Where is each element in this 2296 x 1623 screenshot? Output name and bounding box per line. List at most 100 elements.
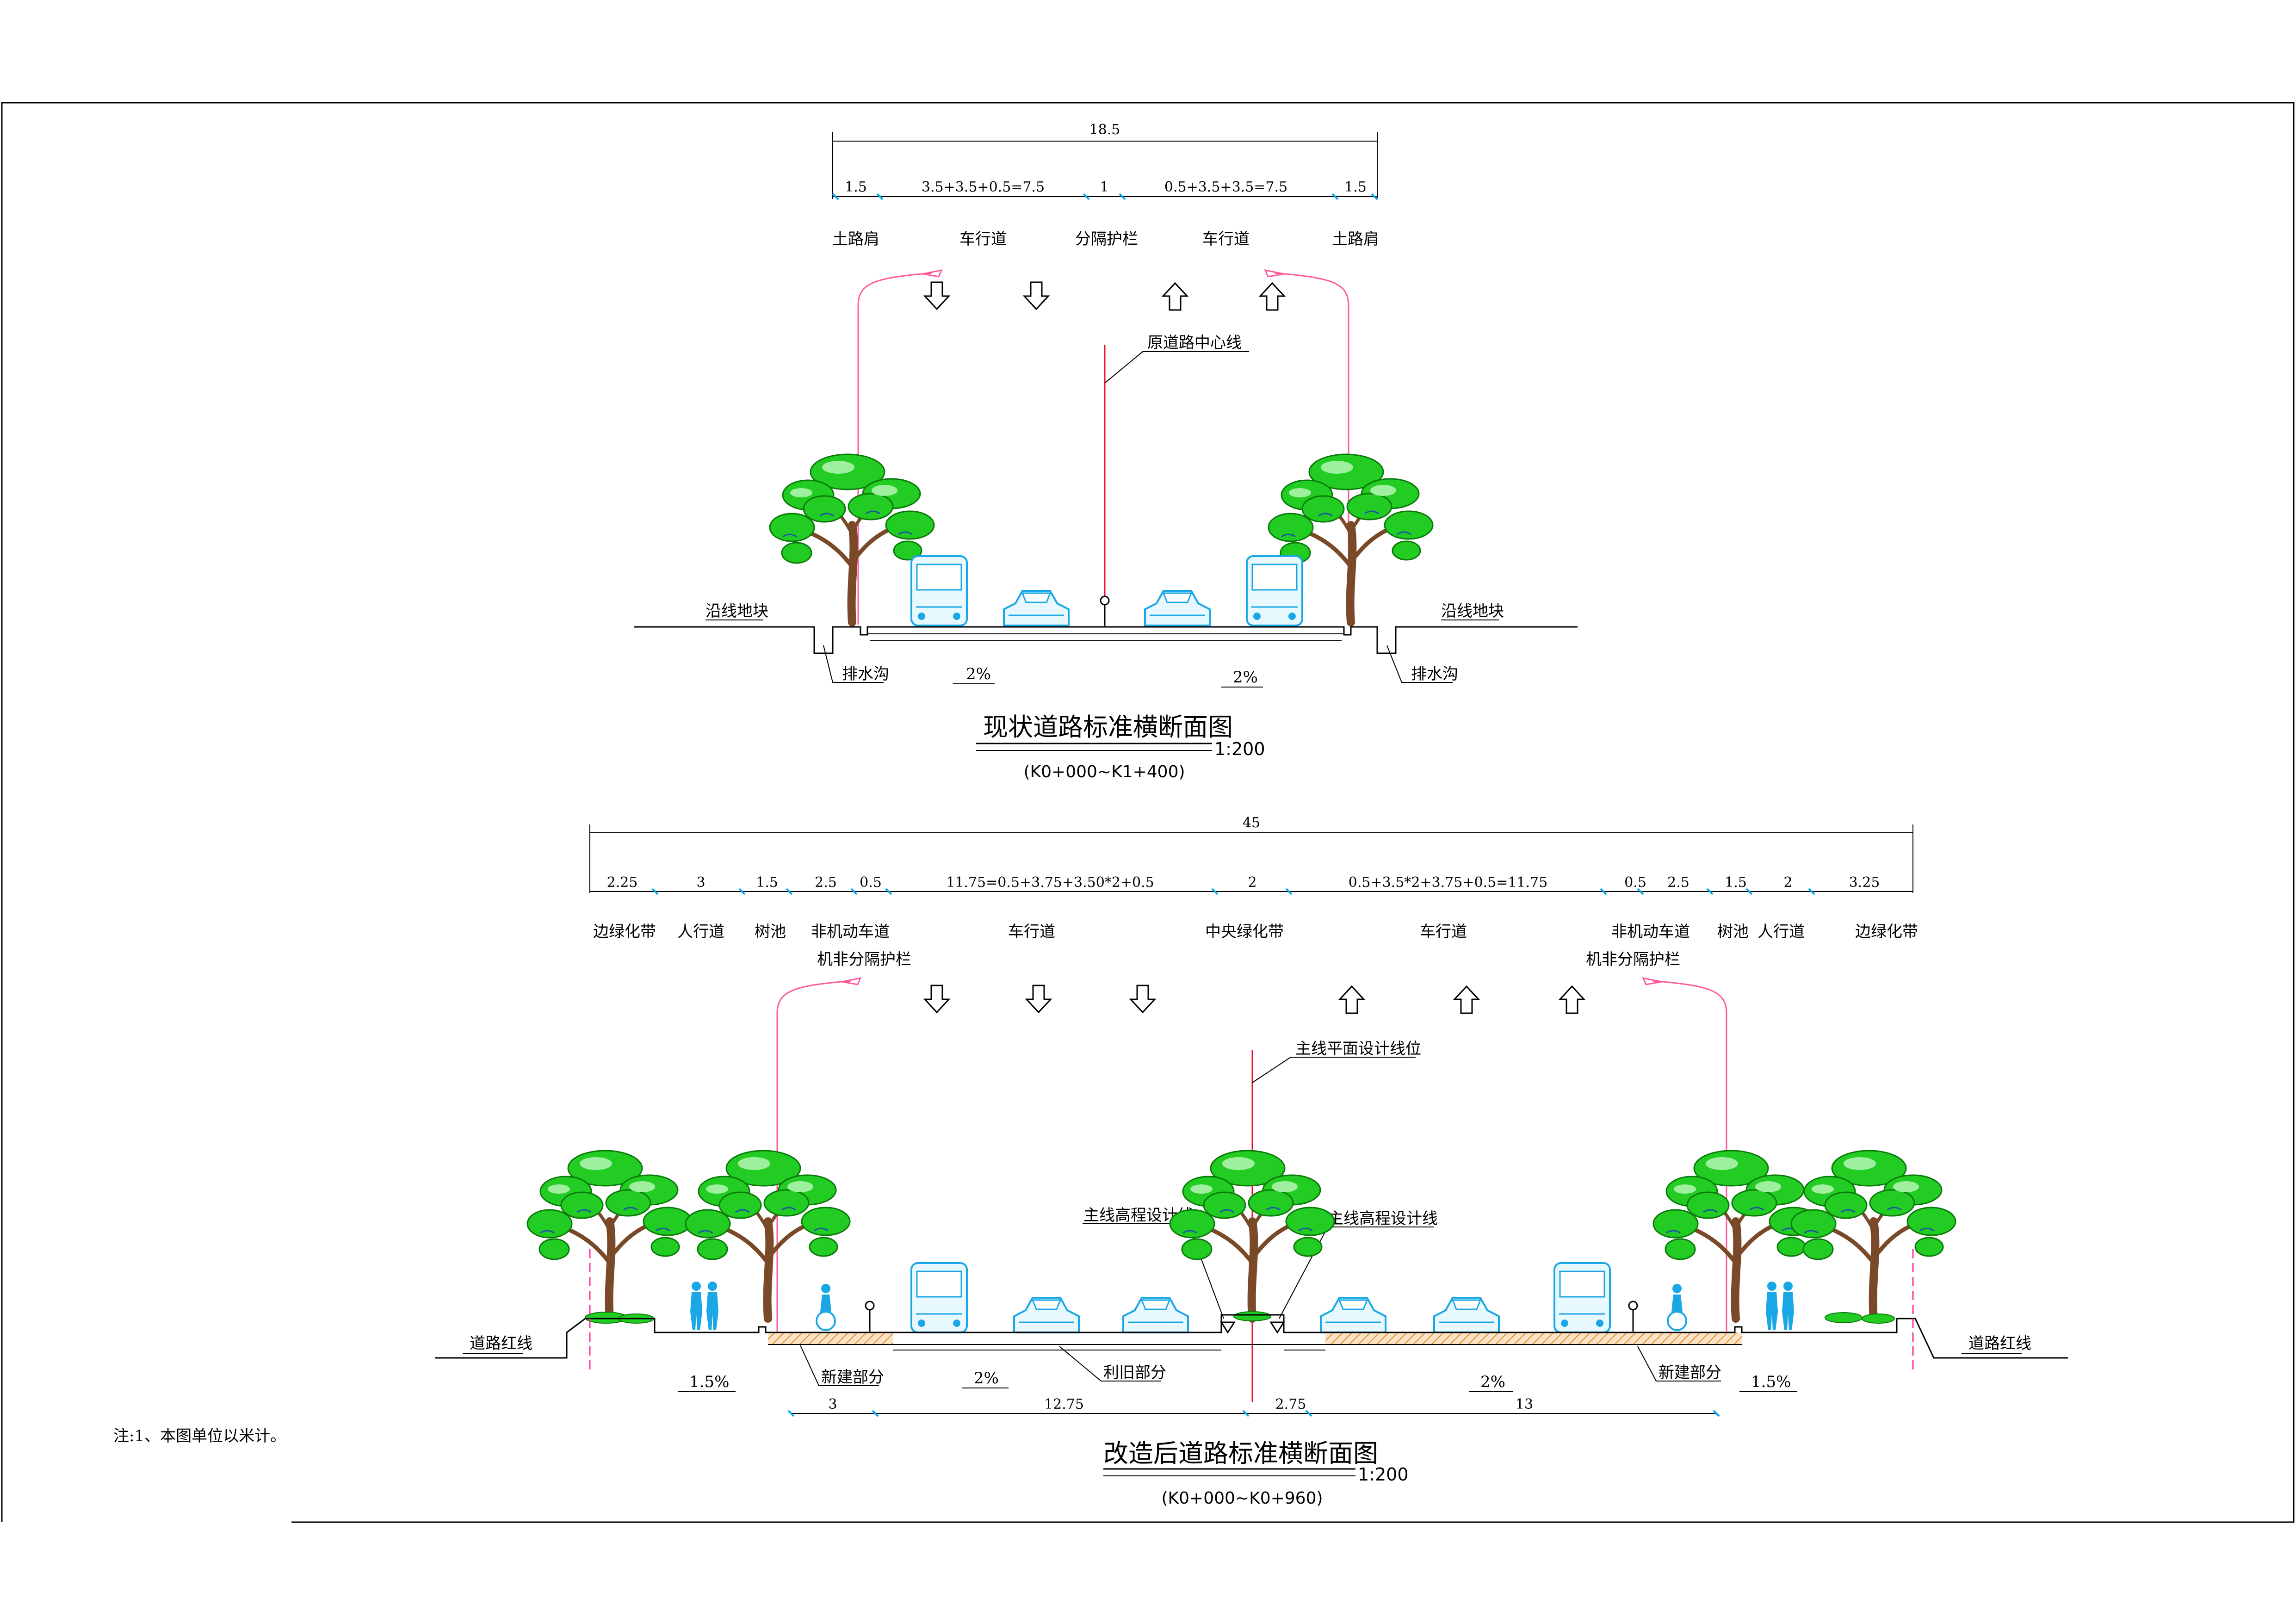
new-part-left: 新建部分 [821,1368,884,1387]
improved-seg-0: 2.25 [607,874,638,891]
existing-slope-left: 2% [966,665,991,683]
cyclist-icon [816,1283,836,1331]
bottom-dim-2: 2.75 [1275,1396,1306,1412]
improved-zone-2: 树池 [755,923,786,941]
sheet-border [1,102,2295,1523]
tree-icon [527,1151,692,1319]
improved-range: (K0+000~K0+960) [1161,1489,1323,1508]
bottom-dim-3: 13 [1516,1396,1533,1412]
improved-barrier-left: 机非分隔护栏 [817,950,911,969]
reuse-part: 利旧部分 [1103,1363,1166,1382]
red-line-right: 道路红线 [1968,1334,2031,1353]
existing-range: (K0+000~K1+400) [1023,762,1185,781]
improved-total-width: 45 [1243,815,1260,831]
improved-seg-2: 1.5 [756,874,778,891]
red-line-left: 道路红线 [470,1334,532,1353]
improved-zone-1: 人行道 [677,923,724,941]
bus-icon [1246,555,1303,626]
existing-slope-right: 2% [1233,668,1258,687]
improved-zone-10: 边绿化带 [1855,923,1918,941]
tree-icon [1653,1151,1818,1319]
improved-seg-7: 0.5+3.5*2+3.75+0.5=11.75 [1349,874,1547,891]
new-part-right: 新建部分 [1659,1363,1721,1382]
car-icon [1122,1297,1189,1333]
bus-icon [910,555,968,626]
car-icon [1433,1297,1500,1333]
bus-icon [1553,1262,1611,1333]
new-construction-left [768,1332,893,1344]
arrow-down-icon [1130,985,1156,1013]
slope-sidewalk-left: 1.5% [689,1373,729,1391]
slope-sidewalk-right: 1.5% [1751,1373,1791,1391]
existing-title: 现状道路标准横断面图 [983,712,1233,742]
existing-centerline-label: 原道路中心线 [1147,334,1242,352]
improved-seg-9: 2.5 [1667,874,1690,891]
improved-seg-3: 2.5 [815,874,837,891]
existing-ground-line [634,626,1578,654]
existing-ditch-left: 排水沟 [842,665,889,683]
improved-seg-8: 0.5 [1624,874,1646,891]
improved-seg-6: 2 [1248,874,1256,891]
improved-section: 45 2.25 3 1.5 2.5 0.5 11.75=0.5+3.75+3.5… [435,815,2068,1508]
existing-ditch-right: 排水沟 [1411,665,1458,683]
pedestrian-icon [1782,1282,1794,1330]
bottom-dim-1: 12.75 [1044,1396,1084,1412]
plan-line-label: 主线平面设计线位 [1295,1040,1421,1058]
existing-section: 18.5 1.5 3.5+3.5+0.5=7.5 1 0.5+3.5+3.5=7… [634,122,1578,781]
car-icon [1320,1297,1386,1333]
existing-seg-0: 1.5 [845,179,867,195]
new-construction-right [1325,1332,1742,1344]
improved-seg-4: 0.5 [860,874,882,891]
existing-total-width: 18.5 [1089,122,1120,138]
improved-zone-3: 非机动车道 [811,923,890,941]
improved-scale: 1:200 [1358,1464,1409,1485]
arrow-up-icon [1339,985,1365,1014]
improved-title: 改造后道路标准横断面图 [1103,1439,1378,1468]
cyclist-icon [1667,1283,1687,1331]
improved-zone-4: 车行道 [1008,923,1055,941]
existing-zone-2: 分隔护栏 [1075,230,1138,248]
existing-zone-4: 土路肩 [1332,230,1379,248]
bus-icon [910,1262,968,1333]
existing-zone-0: 土路肩 [832,230,879,248]
existing-roadside-right: 沿线地块 [1441,602,1504,620]
slope-lane-left: 2% [974,1369,999,1388]
arrow-down-icon [924,281,950,310]
improved-barrier-right: 机非分隔护栏 [1586,950,1680,969]
pedestrian-icon [1766,1282,1778,1330]
bottom-dim-0: 3 [828,1396,837,1412]
improved-seg-10: 1.5 [1725,874,1747,891]
tree-icon [770,454,934,622]
existing-zone-3: 车行道 [1202,230,1250,248]
improved-zone-7: 非机动车道 [1611,923,1690,941]
existing-seg-1: 3.5+3.5+0.5=7.5 [922,179,1045,195]
existing-seg-4: 1.5 [1344,179,1367,195]
improved-zone-8: 树池 [1717,923,1749,941]
arrow-down-icon [1026,985,1052,1013]
improved-seg-5: 11.75=0.5+3.75+3.50*2+0.5 [946,874,1154,891]
improved-zone-0: 边绿化带 [593,923,656,941]
improved-ground-line [435,1314,2068,1359]
improved-seg-1: 3 [696,874,705,891]
existing-scale: 1:200 [1214,739,1265,759]
improved-zone-6: 车行道 [1420,923,1467,941]
existing-roadside-left: 沿线地块 [706,602,768,620]
slope-lane-right: 2% [1480,1373,1505,1391]
arrow-up-icon [1559,985,1585,1014]
car-icon [1144,590,1211,626]
improved-seg-11: 2 [1783,874,1792,891]
arrow-up-icon [1162,282,1188,311]
existing-seg-2: 1 [1100,179,1108,195]
existing-seg-3: 0.5+3.5+3.5=7.5 [1164,179,1287,195]
arrow-up-icon [1259,282,1285,311]
tree-icon [1791,1151,1956,1319]
arrow-down-icon [1023,281,1049,310]
improved-zone-5: 中央绿化带 [1205,923,1284,941]
arrow-up-icon [1454,985,1479,1014]
existing-zone-1: 车行道 [959,230,1007,248]
arrow-down-icon [924,985,950,1013]
elev-line-right-label: 主线高程设计线 [1328,1209,1438,1228]
drawing-note: 注:1、本图单位以米计。 [113,1427,286,1445]
pedestrian-icon [690,1282,702,1330]
